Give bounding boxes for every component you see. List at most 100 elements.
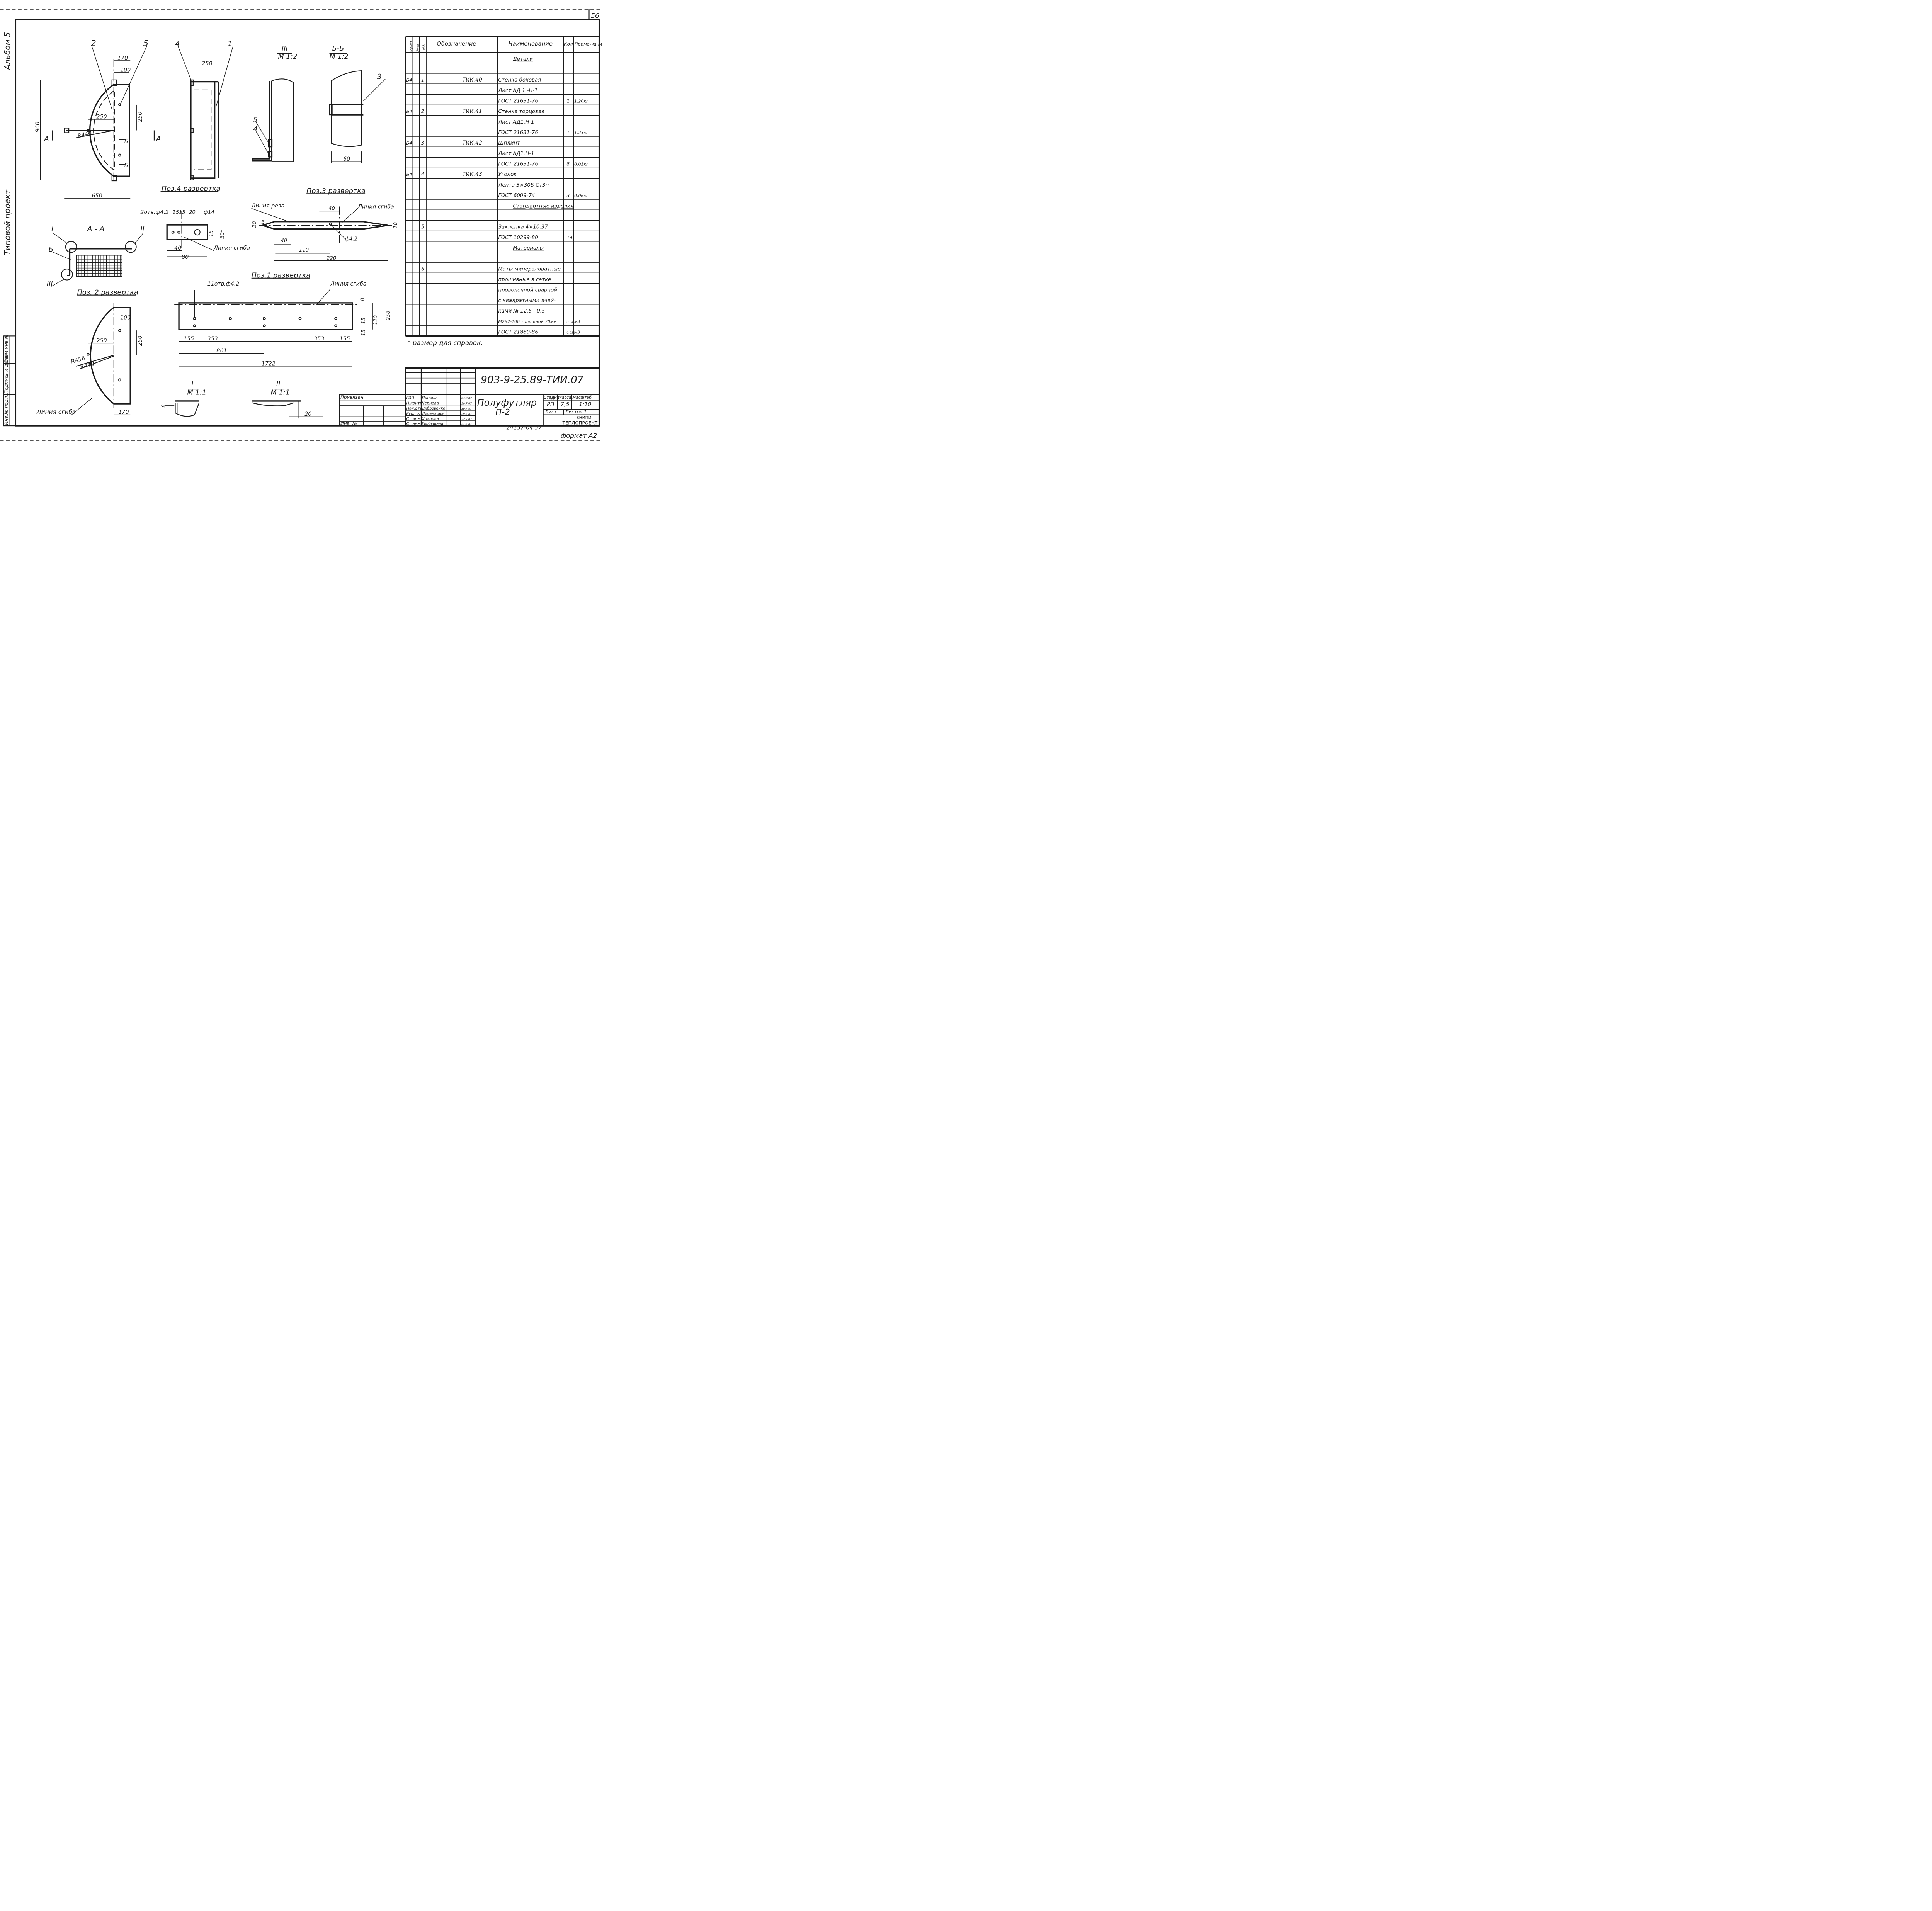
spec-cell-name: Стенка боковая: [498, 77, 541, 83]
pos4-dim-f14: ф14: [204, 210, 214, 216]
spec-header-zone: Зона: [416, 44, 419, 52]
side-view: [178, 46, 233, 180]
detail-II-dim-20: 20: [304, 411, 311, 417]
spec-cell-name: Маты минераловатные: [498, 266, 561, 272]
spec-cell-name: Материалы: [513, 245, 544, 251]
pos4-flat: [160, 191, 219, 257]
scale-header: Масштаб: [572, 395, 592, 400]
spec-cell-name: Лист АД 1.-Н-1: [498, 88, 537, 94]
pos3-dim-110: 110: [299, 247, 309, 253]
signer-date: 22.7.87: [461, 417, 472, 421]
detail-I-dim-8: 8: [161, 404, 167, 407]
spec-cell-name: ГОСТ 10299-80: [498, 235, 538, 241]
album-label: Альбом 5: [3, 32, 12, 71]
detail-III-view: [252, 53, 294, 162]
spec-cell-qty: 1: [566, 99, 570, 104]
spec-cell-pos: 1: [421, 77, 424, 83]
pos1-title: Поз.1 развертка: [252, 272, 311, 280]
spec-cell-name: прошивные в сетке: [498, 277, 551, 283]
pos4-dim-15c: 15: [209, 230, 214, 237]
signer-name: Лисенкова: [422, 411, 444, 416]
spec-header-designation: Обозначение: [437, 41, 476, 47]
detail-I-view: [165, 389, 200, 417]
pos3-title: Поз.3 развертка: [306, 187, 366, 195]
signer-date: 04.8.87: [461, 396, 472, 400]
pos4-bend-line: Линия сгиба: [213, 245, 250, 251]
signer-role: Рук.гр.: [406, 411, 420, 416]
spec-cell-designation: ТИИ.43: [463, 172, 482, 178]
spec-cell-qty: 3: [566, 193, 570, 198]
spec-cell-name: Заклепка 4×10.37: [498, 224, 548, 230]
spec-cell-name: ГОСТ 21631-76: [498, 130, 538, 136]
doc-title: Полуфутляр: [477, 397, 537, 408]
front-section-b-bottom: Б: [124, 162, 128, 168]
scale-value: 1:10: [579, 401, 591, 408]
stamp-inv-original: Инв.№ подл.: [3, 395, 9, 425]
mass-header: Масса: [558, 395, 571, 400]
pos4-dim-30: 30*: [219, 230, 225, 239]
spec-cell-name: Шплинт: [498, 140, 520, 146]
detail-II-scale: М 1:1: [271, 388, 290, 396]
spec-cell-name: Лист АД1.Н-1: [498, 151, 534, 156]
spec-cell-format: Б4: [406, 172, 412, 177]
section-AA-mark-I: I: [51, 225, 53, 233]
signer-name: Чернова: [422, 401, 439, 405]
mass-value: 7,5: [561, 401, 570, 408]
spec-cell-name: проволочной сварной: [498, 287, 557, 293]
side-pos-1: 1: [228, 39, 232, 48]
spec-cell-designation: ТИИ.42: [463, 140, 482, 146]
signer-role: Ст.инж.: [406, 417, 422, 421]
spec-cell-pos: 5: [421, 224, 424, 230]
title-block-grid: [339, 367, 600, 427]
pos4-dim-15b: 15: [179, 210, 185, 216]
signer-name: Горбушина: [422, 422, 444, 426]
detail-II-view: [252, 389, 323, 419]
pos2-flat: [71, 294, 137, 415]
org-name-2: ТЕПЛОПРОЕКТ: [562, 420, 598, 426]
signer-date: 29.7.87: [461, 412, 472, 415]
spec-table-grid: [405, 36, 600, 337]
spec-cell-qty: 14: [566, 235, 573, 240]
spec-header-note: Приме-чание: [575, 41, 602, 47]
spec-table: Формат Зона Поз. Обозначение Наименовани…: [406, 41, 602, 335]
pos3-dim-40-bot: 40: [281, 238, 287, 244]
pos2-title: Поз. 2 развертка: [77, 289, 138, 297]
signer-role: Н.контр: [406, 401, 422, 405]
spec-cell-name: М2Б2-100 толщиной 70мм: [498, 319, 556, 324]
pos1-dim-353-right: 353: [314, 336, 324, 342]
spec-header-format: Формат: [410, 41, 413, 53]
pos4-title: Поз.4 развертка: [162, 185, 221, 193]
section-BB-scale: М 1:2: [329, 53, 349, 61]
spec-header-name: Наименование: [509, 41, 553, 47]
spec-cell-name: Уголок: [498, 172, 517, 178]
stage-value: РП: [547, 401, 554, 408]
front-dim-170: 170: [117, 55, 128, 61]
spec-cell-qty: 0,04: [566, 320, 573, 324]
signer-name: Попова: [422, 396, 437, 400]
spec-cell-note: м3: [574, 330, 580, 335]
pos3-dim-20: 20: [252, 221, 258, 228]
front-pos-2: 2: [91, 39, 96, 48]
spec-cell-note: 0,06кг: [574, 193, 588, 198]
section-AA-mark-III: III: [47, 279, 53, 287]
front-section-b-top: Б: [124, 139, 128, 145]
spec-cell-name: Стенка торцовая: [498, 109, 544, 115]
front-dim-r440: R440: [77, 130, 92, 139]
section-AA-title: А - А: [87, 225, 105, 233]
signer-name: Храпова: [422, 417, 439, 421]
front-section-a-right: А: [155, 135, 161, 143]
pos3-dim-220: 220: [327, 255, 336, 261]
spec-cell-format: Б4: [406, 77, 412, 83]
pos1-dim-120: 120: [373, 315, 379, 325]
pos4-dim-20: 20: [189, 210, 196, 216]
spec-cell-qty: 8: [566, 162, 570, 167]
pos1-dim-15b: 15: [361, 330, 367, 336]
drawing-sheet: 56 формат А2 24157-04 57 Альбом 5 Типово…: [0, 9, 602, 441]
section-BB-view: [329, 53, 386, 163]
pos2-bend-line: Линия сгиба: [36, 408, 76, 415]
detail-III-pos-5: 5: [253, 116, 257, 124]
stamp-replacement: Взам.инв.№: [3, 334, 9, 362]
spec-cell-designation: ТИИ.40: [463, 77, 482, 83]
pos4-dim-15a: 15: [172, 210, 179, 216]
format-label: формат А2: [561, 432, 597, 439]
